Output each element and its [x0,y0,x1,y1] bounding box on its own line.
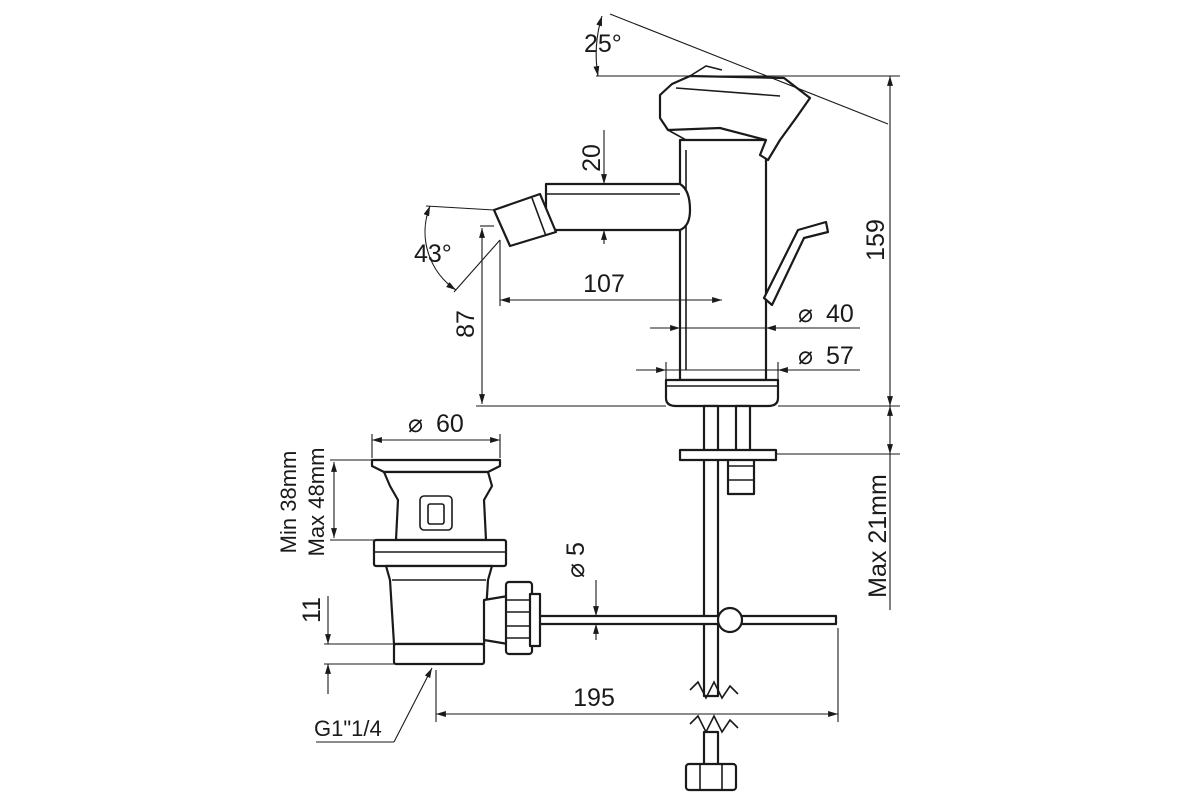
dim-base-diameter [636,362,860,380]
handle-top-pin [689,65,723,77]
dim-thread-size [316,667,433,743]
dim-angle-spout [423,205,501,293]
dim-spout-reach [499,240,722,306]
fixing-washer [678,448,778,462]
dim-waste-range [330,459,376,541]
fixing-stud [734,404,752,458]
faucet-spout [544,182,692,232]
label-rod-length: 195 [573,684,615,712]
waste-clamp [372,538,508,568]
lower-nut [684,762,738,792]
dim-outlet-height [476,225,666,407]
waste-thread [392,642,486,666]
dim-thread-height [324,596,394,694]
symbol-diameter-base: ⌀ [798,342,813,370]
dim-deck-thickness [776,406,900,610]
label-angle-handle: 25° [584,30,622,58]
connector-cap [528,592,542,648]
faucet [492,65,838,792]
dim-angle-handle [593,13,900,125]
label-thread-size: G1"1/4 [314,716,382,741]
label-total-height: 159 [862,219,890,261]
label-waste-min: Min 38mm [276,451,301,554]
spout-aerator [492,192,558,248]
dim-total-height [778,76,900,407]
pivot-ball [716,606,744,634]
dim-waste-diameter [371,434,501,458]
label-outlet-height: 87 [452,310,480,338]
label-body-diameter: 40 [826,300,854,328]
label-thread-height: 11 [298,597,326,623]
popup-rod [528,614,838,626]
label-deck-thickness: Max 21mm [864,474,892,598]
connector-nut [504,580,534,656]
lower-stud [702,730,720,770]
symbol-diameter-waste: ⌀ [408,410,423,438]
label-spout-reach: 107 [583,270,625,298]
pop-up-waste [370,458,542,666]
label-angle-spout: 43° [414,240,452,268]
waste-flange [370,458,502,474]
label-waste-max: Max 48mm [304,448,329,557]
waste-connector [482,594,510,646]
popup-lever [762,220,830,307]
waste-body [384,564,494,646]
label-waste-diameter: 60 [436,410,464,438]
symbol-diameter-rod: ⌀ [562,563,590,578]
dim-rod-length [435,628,839,722]
waste-slot [419,495,453,531]
faucet-body [678,138,768,382]
label-spout-height: 20 [578,144,606,172]
label-base-diameter: 57 [826,342,854,370]
symbol-diameter-body: ⌀ [798,300,813,328]
faucet-base [664,378,780,408]
label-rod-diameter: 5 [562,542,590,556]
